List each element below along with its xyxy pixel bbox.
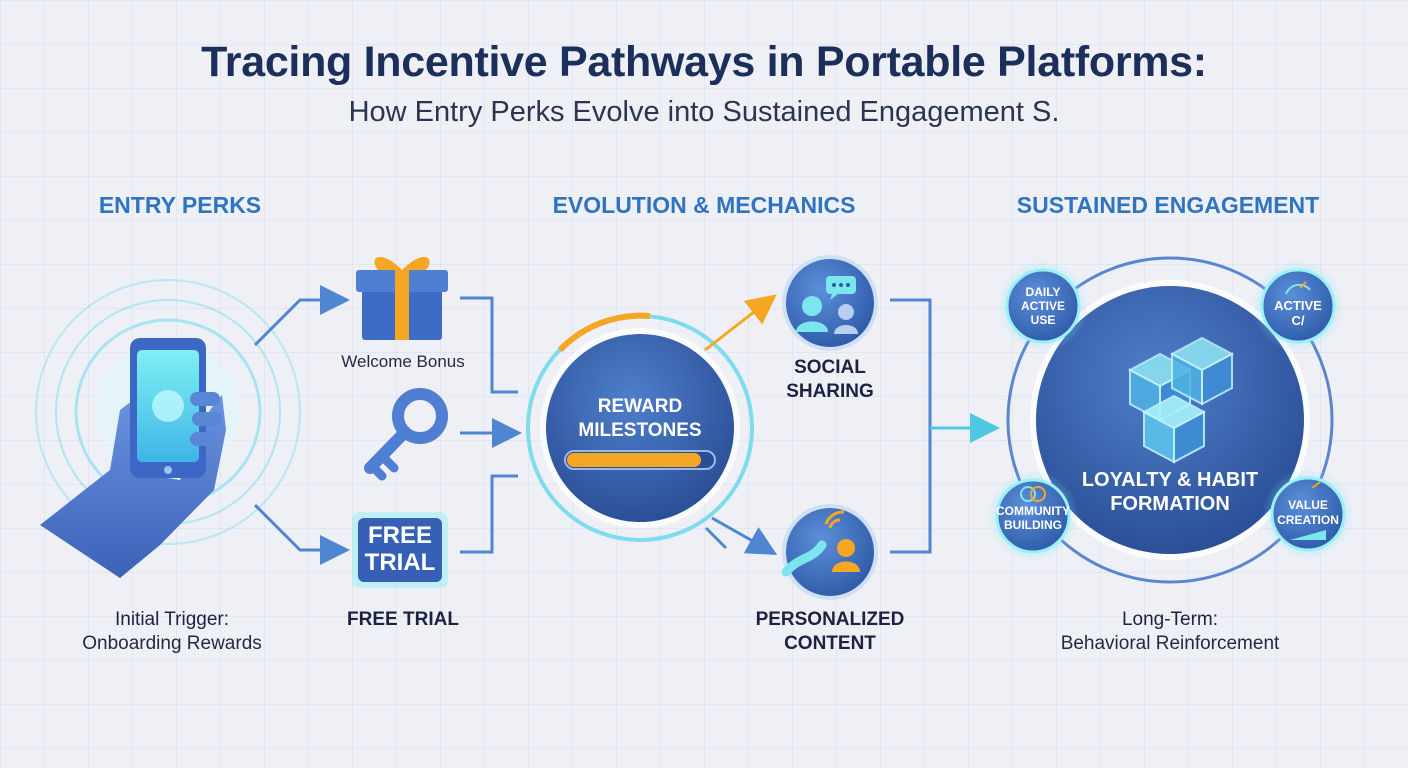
community-building-node [987, 470, 1079, 562]
reward-milestones-label: REWARD MILESTONES [560, 395, 720, 443]
daily-active-use-node [997, 260, 1089, 352]
value-creation-line2: CREATION [1277, 513, 1339, 527]
personalized-content-line2: CONTENT [784, 633, 876, 654]
personalized-content-label: PERSONALIZED CONTENT [735, 608, 925, 656]
reward-milestones-line2: MILESTONES [578, 420, 702, 441]
value-creation-label: VALUE CREATION [1266, 498, 1350, 528]
long-term-caption-line2: Behavioral Reinforcement [1060, 633, 1280, 654]
loyalty-habit-line1: LOYALTY & HABIT [1081, 469, 1259, 491]
personalized-content-line1: PERSONALIZED [755, 609, 905, 630]
free-trial-badge-icon [352, 512, 448, 588]
entry-caption-line2: Onboarding Rewards [82, 633, 262, 654]
entry-caption: Initial Trigger: Onboarding Rewards [52, 608, 292, 656]
daily-active-use-label: DAILY ACTIVE USE [1003, 285, 1083, 327]
free-trial-badge-line1: FREE [367, 522, 432, 549]
daily-active-use-line2: ACTIVE [1020, 299, 1065, 313]
cube-stack-icon [1127, 336, 1235, 464]
active-label: ACTIVE C/ [1258, 298, 1338, 328]
long-term-caption: Long-Term: Behavioral Reinforcement [1030, 608, 1310, 656]
daily-active-use-line3: USE [1030, 313, 1056, 327]
reward-milestones-line1: REWARD [597, 396, 683, 417]
welcome-bonus-label: Welcome Bonus [341, 352, 465, 371]
reward-milestones-node [526, 312, 754, 542]
growth-chart-icon [1290, 481, 1326, 540]
page-title: Tracing Incentive Pathways in Portable P… [201, 38, 1207, 86]
loyalty-habit-line2: FORMATION [1110, 493, 1230, 515]
active-line2: C/ [1291, 313, 1305, 328]
active-line1: ACTIVE [1274, 298, 1322, 313]
social-sharing-label: SOCIAL SHARING [745, 356, 915, 404]
loyalty-habit-label: LOYALTY & HABIT FORMATION [1070, 468, 1270, 516]
page-subtitle: How Entry Perks Evolve into Sustained En… [348, 96, 1060, 128]
section-heading-sustained: SUSTAINED ENGAGEMENT [1016, 192, 1320, 218]
daily-active-use-line1: DAILY [1025, 285, 1061, 299]
community-building-line2: BUILDING [1004, 518, 1062, 532]
entry-caption-line1: Initial Trigger: [114, 609, 230, 630]
gift-icon [356, 256, 448, 340]
link-rings-icon [1020, 486, 1046, 502]
gauge-icon [1285, 283, 1311, 295]
chat-people-icon [782, 255, 878, 351]
free-trial-badge-text: FREE TRIAL [358, 522, 442, 576]
long-term-caption-line1: Long-Term: [1121, 609, 1219, 630]
value-creation-line1: VALUE [1288, 498, 1328, 512]
free-trial-label: FREE TRIAL [347, 609, 459, 630]
community-building-label: COMMUNITY BUILDING [988, 504, 1078, 532]
section-heading-entry: ENTRY PERKS [98, 192, 262, 218]
social-sharing-line1: SOCIAL [794, 357, 866, 378]
community-building-line1: COMMUNITY [996, 504, 1070, 518]
personalized-user-icon [781, 504, 878, 600]
phone-hand-icon [35, 279, 301, 578]
section-heading-evolution: EVOLUTION & MECHANICS [552, 192, 856, 218]
key-icon [364, 388, 448, 481]
milestone-progress-bar [564, 450, 716, 470]
value-creation-node [1262, 468, 1354, 560]
active-node [1252, 260, 1344, 352]
free-trial-badge-line2: TRIAL [364, 549, 436, 576]
social-sharing-line2: SHARING [786, 381, 874, 402]
